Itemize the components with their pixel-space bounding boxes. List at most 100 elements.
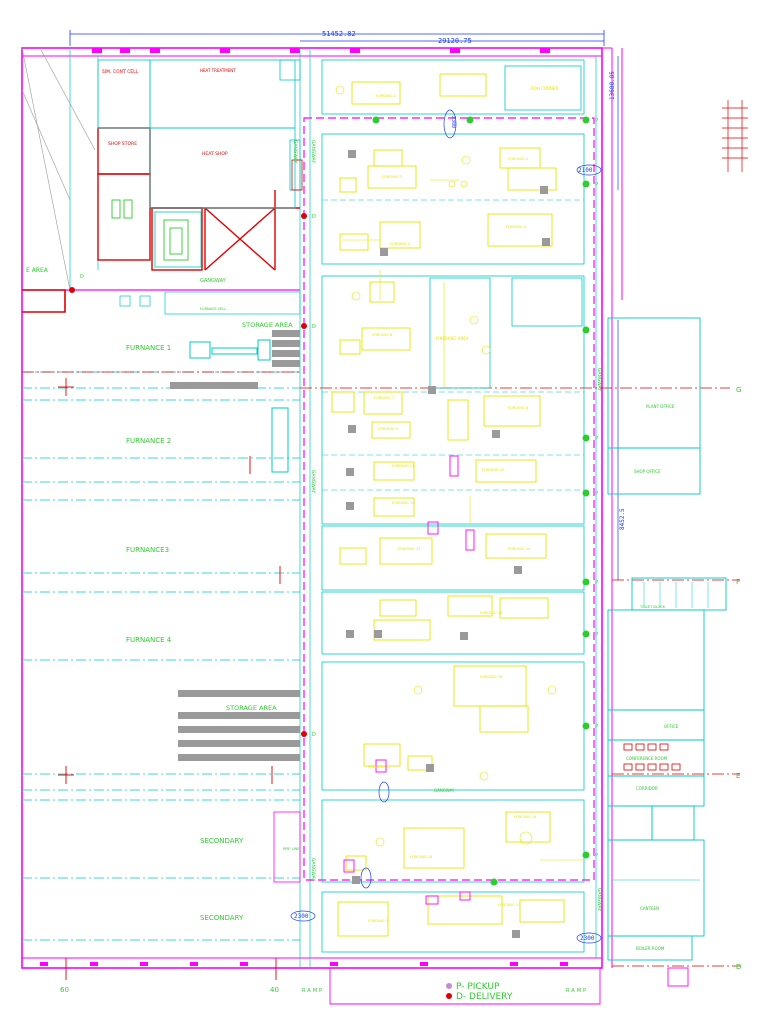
delivery-letter-4: D	[80, 274, 84, 280]
ramp-label-left: RAMP	[302, 988, 324, 994]
grid-letter-g: G	[736, 386, 741, 394]
secondary-area-box	[273, 811, 301, 883]
ramp-label-right: RAMP	[566, 988, 588, 994]
gap-dimension-ovals	[290, 109, 602, 944]
label-gangway-center: GANGWAY	[434, 788, 455, 793]
legend-delivery-dot	[446, 993, 452, 999]
label-pipe-line: PIPE LINE	[283, 847, 299, 851]
label-forging-4: FORGING 4	[506, 225, 527, 229]
label-gangway-v2: GANGWAY	[310, 470, 316, 493]
label-forging-19: FORGING 19	[514, 815, 537, 819]
forging-bays	[321, 59, 585, 953]
pickup-letter-5: P	[595, 580, 598, 586]
pickup-letters: P P P P P P P P	[595, 118, 598, 859]
magenta-equipment	[343, 455, 475, 905]
pickup-letter-2: P	[595, 182, 598, 188]
wall-blocks-bottom	[40, 962, 568, 966]
label-e-area: E AREA	[26, 267, 49, 274]
label-forging-2: FORGING 2	[508, 157, 528, 161]
label-furnace-4: FURNANCE 4	[126, 636, 172, 644]
office-partitions	[612, 582, 709, 881]
right-office-block	[607, 317, 727, 961]
pickup-letter-8: P	[595, 853, 598, 859]
pickup-letter-1: P	[595, 118, 598, 124]
furnace-conveyor-gray	[170, 382, 258, 389]
delivery-markers	[69, 213, 307, 737]
label-sim-cont-cell: SIM. CONT CELL	[102, 69, 139, 75]
vertical-grid-lines	[69, 48, 597, 968]
pickup-letter-6: P	[595, 632, 598, 638]
label-secondary-1: SECONDARY	[200, 837, 244, 845]
label-furnace-cell: FURNACE CELL	[200, 307, 226, 311]
dimension-overall: 51452.82	[322, 30, 356, 38]
label-canteen: CANTEEN	[640, 906, 659, 911]
storage-area-top	[119, 291, 301, 315]
delivery-letter-1: D	[312, 214, 316, 220]
label-forging-12: FORGING 12	[392, 501, 414, 505]
delivery-letter-3: D	[312, 732, 316, 738]
label-forging-6: FORGING 6	[372, 333, 393, 337]
label-heat-shop: HEAT SHOP	[202, 151, 228, 157]
gap-dimension-4: 2300	[580, 935, 595, 942]
left-diagonal-lines	[21, 47, 96, 291]
forging-machines	[331, 73, 565, 937]
delivery-letter-2: D	[312, 324, 316, 330]
label-furnace-1: FURNANCE 1	[126, 344, 171, 352]
forging-labels: FORGING 1 FORGING 2 FORGING 3 FORGING 4 …	[368, 94, 537, 923]
label-gangway-v1: GANGWAY	[310, 140, 316, 163]
legend	[446, 983, 452, 999]
label-forging-9: FORGING 9	[378, 427, 399, 431]
grid-letter-f: F	[736, 578, 740, 586]
top-left-cyan-rooms	[97, 59, 303, 268]
legend-pickup-text: P- PICKUP	[456, 982, 500, 992]
pickup-markers	[372, 116, 590, 886]
legend-pickup-dot	[446, 983, 452, 989]
label-forging-5: FORGING 5	[390, 242, 410, 246]
dimension-vertical-2: 8452.5	[619, 508, 626, 530]
label-forging-13: FORGING 13	[398, 547, 420, 551]
pickup-letter-3: P	[595, 436, 598, 442]
bottom-column-markers	[65, 958, 277, 980]
label-forging-15: FORGING 15	[480, 611, 502, 615]
label-furnace-2: FURNANCE 2	[126, 437, 171, 445]
gap-dimension-1: 2300	[450, 116, 456, 128]
label-forging-11: FORGING 11	[392, 464, 414, 468]
left-red-wall	[22, 289, 66, 313]
forging-machine-details	[335, 85, 584, 861]
column-markers-left	[58, 378, 281, 784]
top-left-red-rooms	[97, 127, 300, 271]
bottom-ramp	[329, 967, 689, 1005]
label-corridor: CORRIDOR	[636, 786, 658, 791]
gap-dimension-3: 2300	[294, 913, 309, 920]
label-storage-area-2: STORAGE AREA	[226, 704, 277, 712]
label-toilet-block: TOILET BLOCK	[639, 605, 666, 609]
bottom-number-60: 60	[60, 986, 69, 994]
label-forging-20: FORGING 1	[368, 919, 388, 923]
label-heat-treatment: HEAT TREATMENT	[200, 68, 236, 73]
label-gangway-v4: GANGWAY	[292, 140, 298, 163]
label-office: OFFICE	[664, 724, 679, 729]
conference-chairs	[623, 743, 681, 771]
pickup-letter-7: P	[595, 724, 598, 730]
label-gangway-r1: GANGWAY	[596, 368, 602, 391]
label-forging-3: FORGING 3	[382, 175, 402, 179]
label-forging-16: FORGING 16	[480, 675, 503, 679]
dimension-span: 29120.75	[438, 37, 472, 45]
storage-area-2-blocks	[178, 690, 300, 761]
storage-blocks-right	[272, 330, 300, 367]
pickup-letter-4: P	[595, 491, 598, 497]
wall-blocks-top	[92, 48, 550, 53]
top-right-ladder	[722, 100, 748, 172]
dimension-vertical-1: 13688.85	[609, 71, 616, 100]
label-forging-21: FORGING 17	[498, 903, 520, 907]
label-shop-office: SHOP OFFICE	[634, 469, 661, 474]
label-plant-office: PLANT OFFICE	[646, 404, 675, 409]
label-forging-17: FORGING 17	[368, 765, 390, 769]
outer-walls	[21, 47, 623, 969]
label-storage-area-1: STORAGE AREA	[242, 321, 293, 329]
label-roh-corner: ROH CORNER	[531, 86, 558, 91]
label-furnace-3: FURNANCE3	[126, 546, 169, 554]
label-boiler-room: BOILER ROOM	[636, 946, 665, 951]
grid-letters: G F E D	[736, 386, 741, 971]
